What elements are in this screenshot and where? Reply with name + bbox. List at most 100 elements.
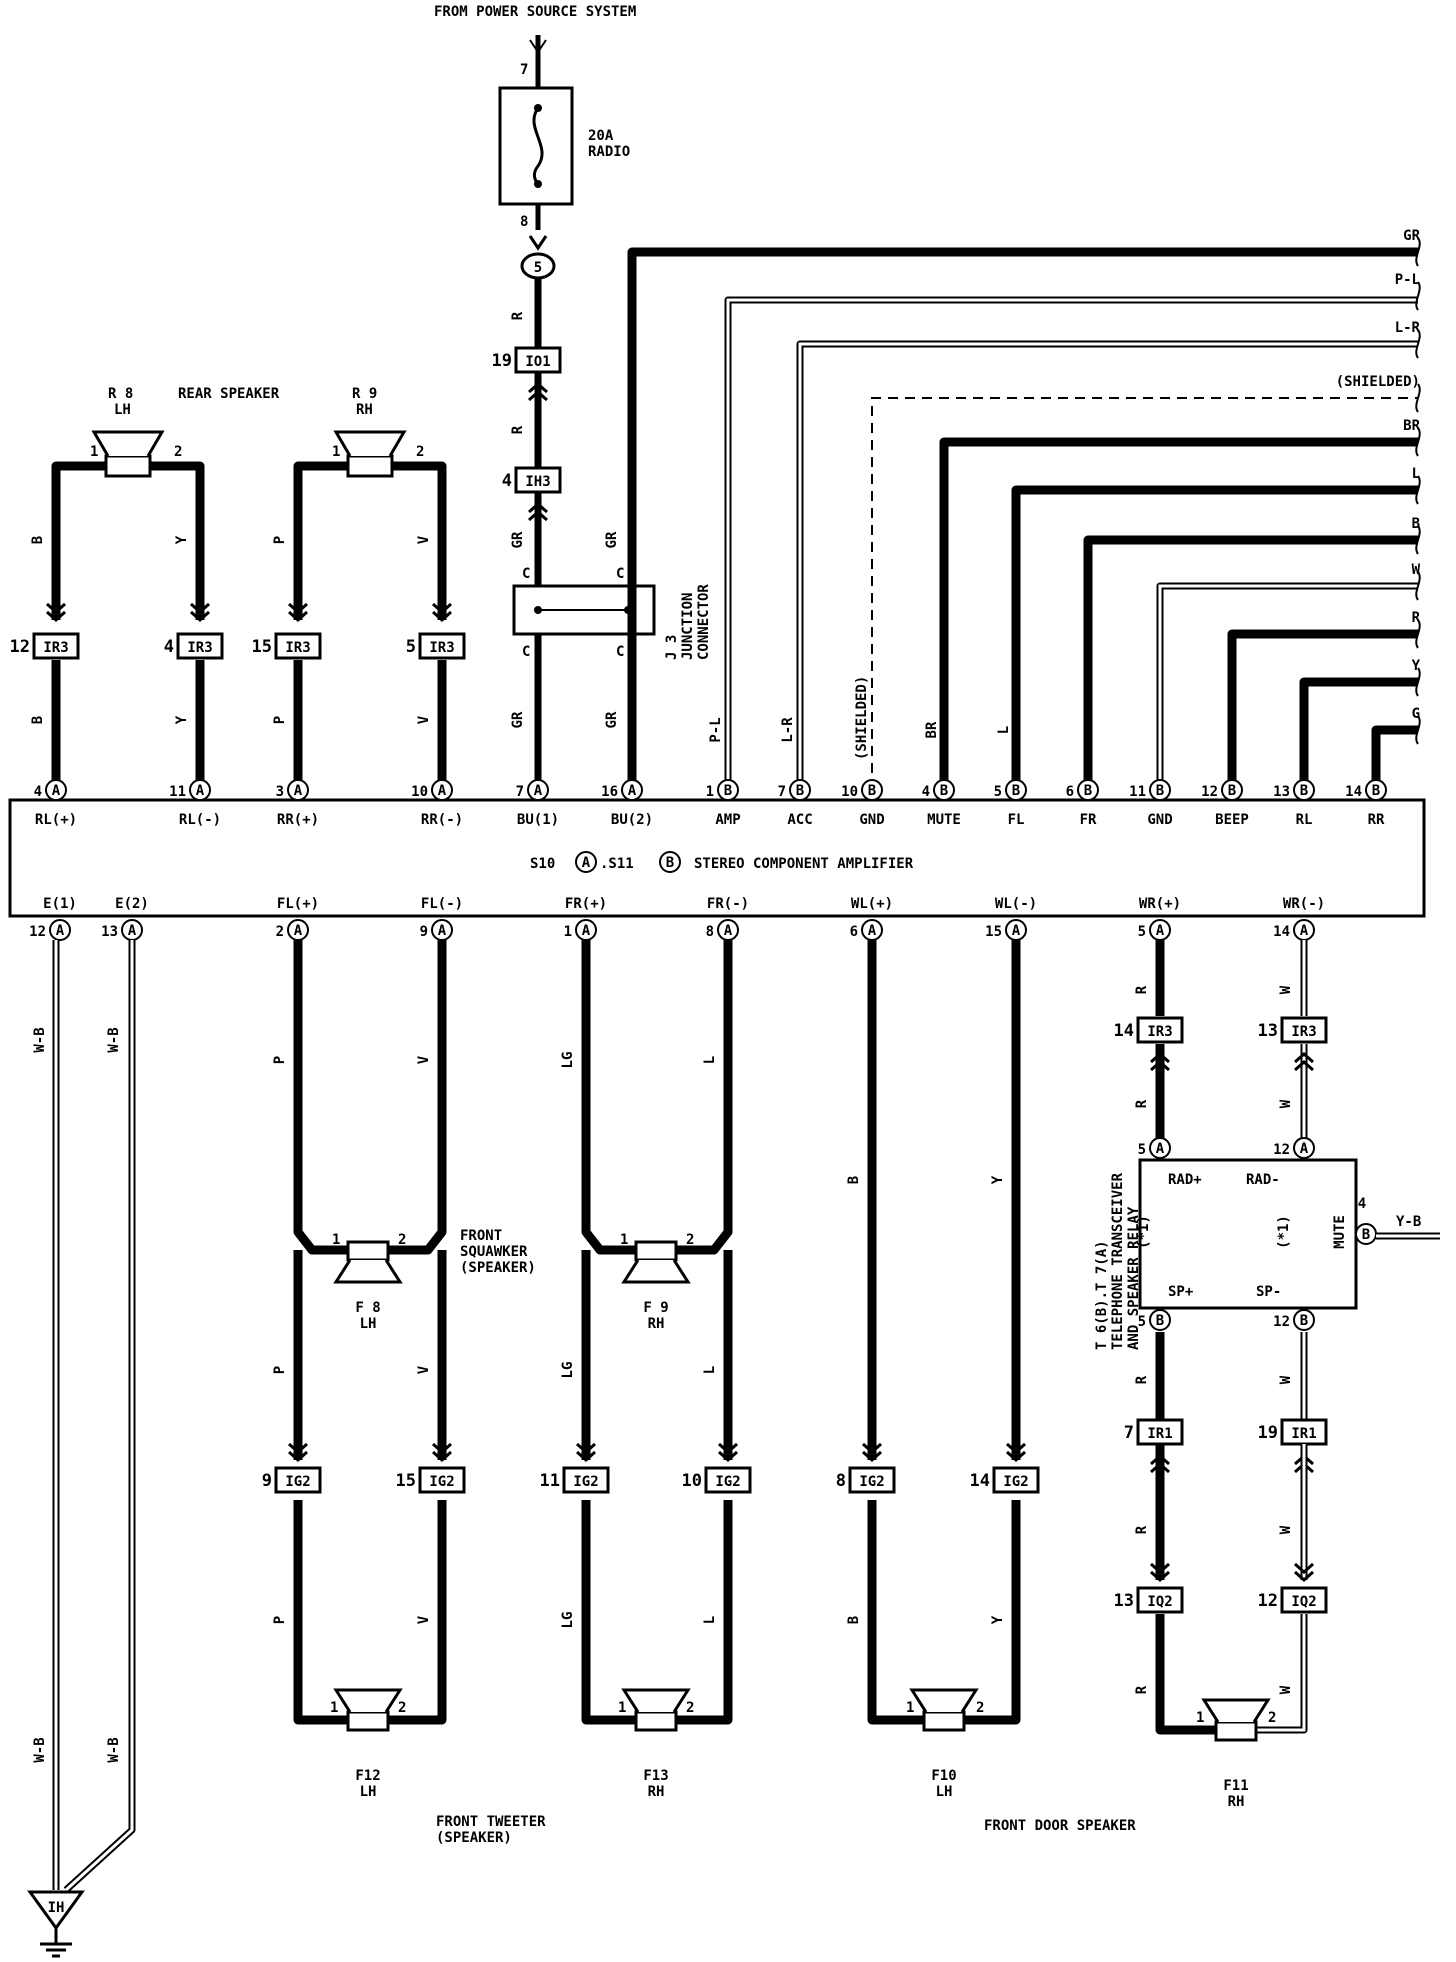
static-layer: [8, 35, 1440, 1958]
shielded-wire: [871, 397, 1418, 790]
connector-name: IR3: [1147, 1024, 1172, 1040]
connector-letter: A: [582, 855, 591, 871]
connector-arrow: [288, 1450, 308, 1463]
connector-arrow: [1294, 1051, 1314, 1064]
amp-pin-label: WR(-): [1283, 896, 1325, 912]
wire-color: R: [1134, 1685, 1150, 1694]
tweeter-title: (SPEAKER): [436, 1830, 512, 1846]
amp-top-pin: [431, 779, 453, 801]
connector-pin: 4: [502, 471, 512, 491]
wire-color: Y-B: [1396, 1214, 1421, 1230]
j3-label: JUNCTION: [680, 593, 696, 660]
squawker-id: RH: [648, 1316, 665, 1332]
wire-color: P: [272, 536, 288, 544]
power-arrow: [529, 39, 547, 54]
speaker-pin: 2: [398, 1700, 406, 1716]
wire-break: [1415, 427, 1421, 457]
connector-arrow: [1294, 1562, 1314, 1575]
amp-top-pin: [189, 779, 211, 801]
amp-top-pin: [1221, 779, 1243, 801]
amp-pin-label: WR(+): [1139, 896, 1181, 912]
amp-pin-label: RL: [1296, 812, 1313, 828]
connector-pin: 11: [540, 1471, 560, 1491]
amp-bottom-pin: [49, 919, 71, 941]
amp-top-pin: [789, 779, 811, 801]
connector-name: IH3: [525, 474, 550, 490]
connector-arrow: [190, 610, 210, 623]
amp-wire-core: [726, 298, 1418, 790]
rear-rh-id: R 9: [352, 386, 377, 402]
amp-top-pin: [1077, 779, 1099, 801]
wire-color: P: [272, 1056, 288, 1064]
connector-ir3: [1136, 1016, 1184, 1044]
amp-pin-label: GND: [859, 812, 884, 828]
speaker-pin: 1: [90, 444, 98, 460]
wire-color: W: [1278, 1685, 1294, 1694]
connector-letter: B: [1228, 783, 1236, 799]
amp-pin-number: 7: [778, 784, 786, 800]
ground-wire: [63, 940, 136, 1893]
wire-break: [1415, 571, 1421, 601]
amp-pin-number: 10: [411, 784, 428, 800]
relay-pin: [1293, 1309, 1315, 1331]
door-lh-id: LH: [936, 1784, 953, 1800]
connector-iq2: [1136, 1586, 1184, 1614]
wire-color: R: [510, 311, 526, 320]
connector-arrow: [862, 1442, 882, 1455]
squawker-id: LH: [360, 1316, 377, 1332]
squawker-body: [346, 1240, 390, 1262]
connector-pin: 13: [1258, 1021, 1278, 1041]
wire-color: L: [702, 1616, 718, 1624]
connector-box: [418, 632, 466, 660]
tweeter-id: LH: [360, 1784, 377, 1800]
connector-arrow: [1294, 1570, 1314, 1583]
wire-color: L-R: [780, 717, 796, 743]
amp-pin-label: BU(1): [517, 812, 559, 828]
amp-top-pin: [717, 779, 739, 801]
connector-letter: A: [56, 923, 65, 939]
tweeter-id: F12: [355, 1768, 380, 1784]
connector-letter: A: [52, 783, 61, 799]
connector-box: [32, 632, 80, 660]
wire-color: B: [1412, 516, 1420, 532]
connector-letter: B: [1362, 1227, 1370, 1243]
door-rh-plus: [1155, 1614, 1216, 1735]
relay-pin-number: 12: [1273, 1314, 1290, 1330]
amp-pin-number: 13: [1273, 784, 1290, 800]
connector-name: IG2: [859, 1474, 884, 1490]
connector-arrow: [528, 389, 548, 402]
connector-ih3: [514, 466, 562, 494]
door-speaker-rh-cone: [1201, 1698, 1271, 1723]
amp-pin-number: 10: [841, 784, 858, 800]
bu2-wire: [627, 247, 1418, 800]
amp-code-a: S10: [530, 856, 555, 872]
rear-speaker-title: REAR SPEAKER: [178, 386, 280, 402]
connector-ig2: [418, 1466, 466, 1494]
connector-arrow: [288, 602, 308, 615]
amp-pin-label: E(2): [115, 896, 149, 912]
speaker-pin: 1: [332, 1232, 340, 1248]
connector-ir3: [1280, 1016, 1328, 1044]
connector-name: IR3: [187, 640, 212, 656]
amp-pin-label: RR(+): [277, 812, 319, 828]
tweeter-cone: [333, 1688, 403, 1713]
relay-label: SP+: [1168, 1284, 1193, 1300]
wire-color: (SHIELDED): [854, 676, 870, 760]
connector-pin: 14: [970, 1471, 990, 1491]
connector-letter: B: [868, 783, 876, 799]
wire-color: W-B: [32, 1027, 48, 1052]
wire-color: LG: [560, 1362, 576, 1379]
connector-pin: 10: [682, 1471, 702, 1491]
connector-arrow: [862, 1450, 882, 1463]
squawker-id: F 8: [355, 1300, 380, 1316]
wire-color: R: [1134, 1099, 1150, 1108]
ground-label: IH: [48, 1900, 65, 1916]
rear-speaker-body: [104, 454, 152, 478]
connector-pin: 12: [1258, 1591, 1278, 1611]
amp-pin-label: FL(+): [277, 896, 319, 912]
amp-pin-number: 3: [276, 784, 284, 800]
connector-arrow: [1006, 1442, 1026, 1455]
connector-box: [176, 632, 224, 660]
rear-speaker-cone: [333, 430, 407, 457]
connector-arrow: [1006, 1450, 1026, 1463]
